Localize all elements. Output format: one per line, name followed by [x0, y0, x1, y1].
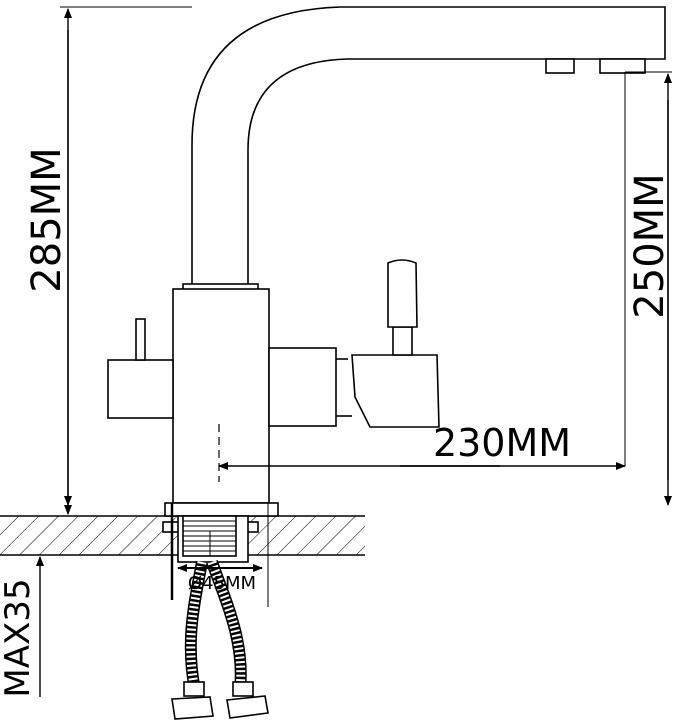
hose-ferrule-left	[183, 681, 205, 697]
max-thickness-label: MAX35	[0, 578, 38, 697]
dimension-230: 230MM	[218, 421, 626, 470]
filter-handle-block	[351, 354, 440, 428]
left-lever	[135, 318, 146, 361]
dimension-hole: Ø45MM	[177, 564, 263, 594]
hose-ferrule-right	[232, 681, 254, 697]
dimension-285: 285MM	[24, 6, 192, 506]
hose-nut-left	[171, 696, 214, 720]
handle-stem	[392, 326, 413, 356]
dimension-250: 250MM	[624, 71, 673, 506]
aerator-right	[599, 58, 646, 74]
aerator-left	[545, 58, 575, 74]
total-height-label: 285MM	[24, 147, 70, 292]
hole-diameter-label: Ø45MM	[188, 573, 256, 594]
spout	[182, 6, 666, 291]
spout-reach-label: 230MM	[433, 421, 571, 465]
dimension-max35: MAX35	[0, 480, 72, 698]
left-valve-box	[107, 359, 174, 419]
right-valve-box	[268, 347, 337, 427]
filter-handle	[387, 259, 418, 328]
spout-height-label: 250MM	[627, 173, 673, 318]
supply-hoses	[171, 560, 269, 720]
hose-nut-right	[226, 695, 269, 719]
